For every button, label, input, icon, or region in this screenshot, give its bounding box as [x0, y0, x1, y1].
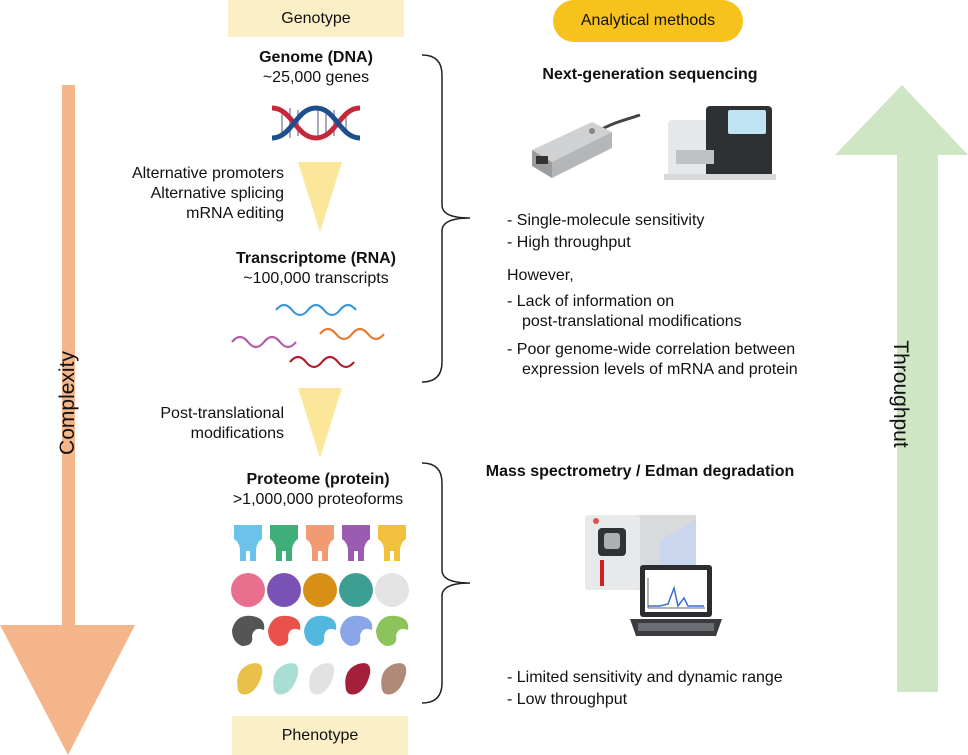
transcriptome-subtitle: ~100,000 transcripts [243, 270, 389, 287]
phenotype-label: Phenotype [232, 716, 408, 755]
rna-strands-icon [231, 303, 385, 369]
funnel-dna-to-rna [298, 162, 342, 232]
ms-title: Mass spectrometry / Edman degradation [485, 463, 795, 480]
throughput-label: Throughput [889, 340, 912, 448]
analytical-methods-badge: Analytical methods [553, 0, 743, 42]
step1-line3: mRNA editing [186, 205, 284, 222]
ngs-con-1a: - Lack of information on [507, 293, 675, 310]
ngs-pro-1: - Single-molecule sensitivity [507, 212, 705, 229]
genotype-label: Genotype [228, 0, 404, 37]
dna-helix-icon [271, 105, 361, 141]
genome-subtitle: ~25,000 genes [262, 69, 370, 86]
proteome-title: Proteome (protein) [246, 471, 390, 488]
complexity-label: Complexity [56, 351, 79, 455]
ngs-cons: - Lack of information on post-translatio… [507, 292, 798, 380]
brace-genome-transcriptome [421, 54, 471, 383]
throughput-arrow [835, 85, 968, 692]
funnel-rna-to-protein [298, 388, 342, 458]
ngs-however: However, [507, 267, 574, 284]
genotype-text: Genotype [281, 10, 351, 27]
proteome-subtitle: >1,000,000 proteoforms [232, 491, 404, 508]
complexity-arrow [0, 85, 135, 755]
genome-block: Genome (DNA) ~25,000 genes [216, 48, 416, 88]
transcriptome-title: Transcriptome (RNA) [235, 250, 397, 267]
step2-line1: Post-translational [160, 405, 284, 422]
laptop-icon [630, 565, 722, 636]
ms-cons: - Limited sensitivity and dynamic range … [507, 668, 783, 710]
analytical-methods-text: Analytical methods [580, 12, 716, 29]
transcriptome-block: Transcriptome (RNA) ~100,000 transcripts [206, 249, 426, 289]
step2-line2: modifications [190, 425, 284, 442]
step1-line2: Alternative splicing [150, 185, 284, 202]
genome-title: Genome (DNA) [259, 49, 373, 66]
ms-con-1: - Limited sensitivity and dynamic range [507, 669, 783, 686]
ngs-con-1b: post-translational modifications [522, 313, 742, 330]
step-post-translational: Post-translational modifications [80, 404, 284, 444]
handheld-sequencer-icon [532, 113, 641, 178]
step1-line1: Alternative promoters [131, 165, 284, 182]
brace-proteome [421, 462, 471, 704]
benchtop-sequencer-icon [664, 106, 776, 180]
ngs-pros: - Single-molecule sensitivity - High thr… [507, 211, 704, 253]
ms-con-2: - Low throughput [507, 691, 628, 708]
ngs-pro-2: - High throughput [507, 234, 631, 251]
phenotype-text: Phenotype [281, 727, 359, 744]
proteome-block: Proteome (protein) >1,000,000 proteoform… [206, 470, 430, 510]
ngs-con-2a: - Poor genome-wide correlation between [507, 341, 796, 358]
ngs-title: Next-generation sequencing [542, 66, 758, 83]
step-transcription-mods: Alternative promoters Alternative splici… [60, 164, 284, 224]
ngs-con-2b: expression levels of mRNA and protein [522, 361, 798, 378]
proteins-grid-icon [231, 525, 409, 695]
